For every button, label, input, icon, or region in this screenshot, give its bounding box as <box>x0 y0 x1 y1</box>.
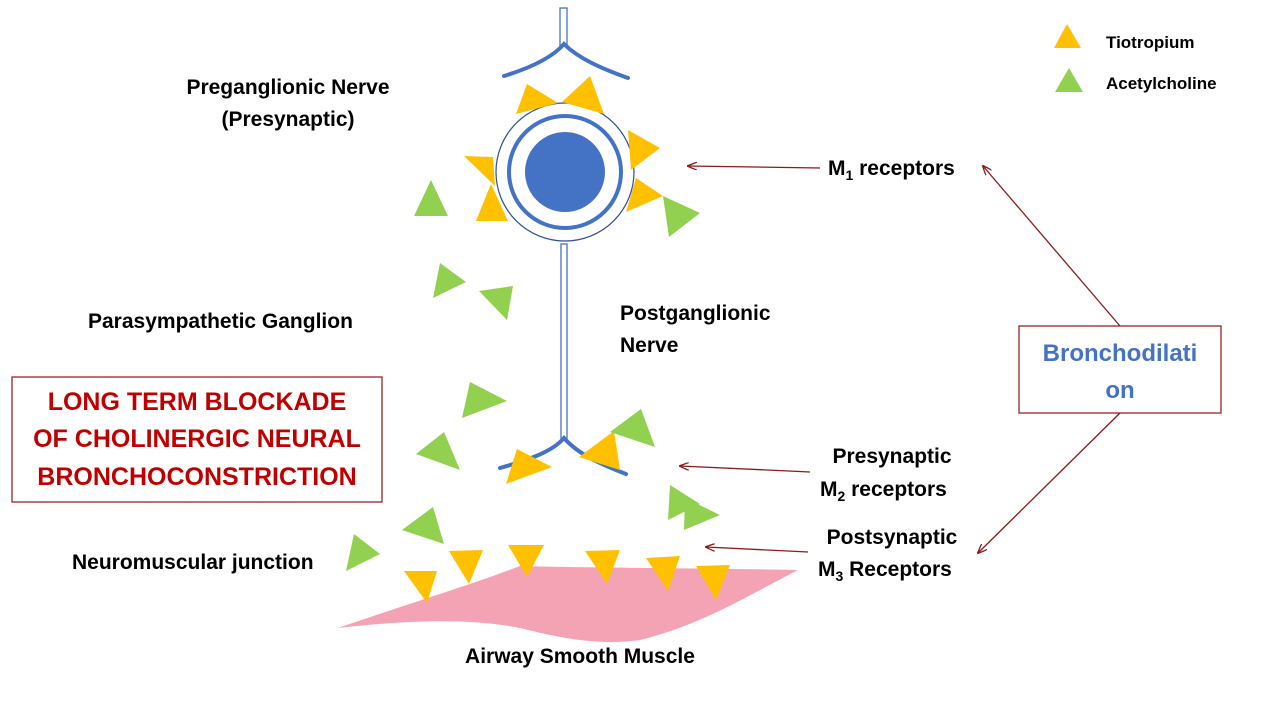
tiotropium-molecule <box>404 571 437 603</box>
m3-receptors-label: M3 Receptors <box>818 558 952 584</box>
m2-pointer-arrow <box>680 466 811 473</box>
m3-suffix: Receptors <box>843 558 952 581</box>
bronchodilation-to-m1-arrow <box>983 166 1121 327</box>
tiotropium-molecule <box>449 550 483 584</box>
tiotropium-molecule <box>696 565 730 600</box>
blockade-line3: BRONCHOCONSTRICTION <box>37 463 356 491</box>
blockade-frame <box>11 376 383 503</box>
acetylcholine-molecule <box>479 286 513 320</box>
postsynaptic-label: Postsynaptic <box>827 526 958 549</box>
tiotropium-molecule <box>646 556 680 591</box>
acetylcholine-molecule <box>402 507 444 544</box>
tiotropium-molecules <box>404 76 730 603</box>
bronchodilation-line1: Bronchodilati <box>1043 340 1198 367</box>
tiotropium-molecule <box>628 130 660 170</box>
bronchodilation-box: Bronchodilati on <box>1018 325 1222 414</box>
tiotropium-molecule <box>626 178 663 212</box>
preganglionic-label-line2: (Presynaptic) <box>221 108 354 131</box>
blockade-box: LONG TERM BLOCKADE OF CHOLINERGIC NEURAL… <box>11 376 383 503</box>
tiotropium-molecule <box>508 545 544 577</box>
m1-prefix: M <box>828 157 846 180</box>
tiotropium-molecule <box>506 449 552 484</box>
m1-suffix: receptors <box>853 157 955 180</box>
tiotropium-molecule <box>516 84 558 114</box>
legend-acetylcholine-label: Acetylcholine <box>1106 74 1217 93</box>
tiotropium-molecule <box>579 431 620 470</box>
postganglionic-axon <box>560 243 568 441</box>
m2-receptors-label: M2 receptors <box>820 478 947 504</box>
blockade-line1: LONG TERM BLOCKADE <box>48 388 347 416</box>
acetylcholine-molecule <box>668 485 700 520</box>
legend-acetylcholine-swatch <box>1055 68 1083 92</box>
preganglionic-label-line1: Preganglionic Nerve <box>186 76 389 99</box>
blockade-line2: OF CHOLINERGIC NEURAL <box>33 425 361 453</box>
tiotropium-molecule <box>464 156 495 186</box>
m2-prefix: M <box>820 478 838 501</box>
acetylcholine-molecule <box>433 263 466 298</box>
bronchodilation-to-m3-arrow <box>978 412 1121 553</box>
presynaptic-label: Presynaptic <box>832 445 951 468</box>
acetylcholine-molecule <box>346 534 380 571</box>
tiotropium-molecule <box>562 76 604 114</box>
parasympathetic-ganglion-label: Parasympathetic Ganglion <box>88 310 353 333</box>
m2-subscript: 2 <box>838 488 846 504</box>
acetylcholine-molecule <box>414 180 448 216</box>
ganglion-cell-ring <box>507 114 623 230</box>
acetylcholine-molecules <box>346 180 720 571</box>
legend: Tiotropium Acetylcholine <box>1054 24 1217 93</box>
neuromuscular-junction-label: Neuromuscular junction <box>72 551 314 574</box>
airway-smooth-muscle-label: Airway Smooth Muscle <box>465 645 695 668</box>
m1-pointer-arrow <box>688 166 821 168</box>
m3-pointer-arrow <box>706 547 809 553</box>
acetylcholine-molecule <box>684 498 720 530</box>
legend-tiotropium-label: Tiotropium <box>1106 33 1194 52</box>
m2-suffix: receptors <box>845 478 947 501</box>
preganglionic-terminal-arc <box>502 41 630 80</box>
acetylcholine-molecule <box>416 432 460 470</box>
m3-subscript: 3 <box>836 568 844 584</box>
m1-subscript: 1 <box>846 167 854 183</box>
smooth-muscle-shape <box>338 566 798 643</box>
legend-tiotropium-swatch <box>1054 24 1081 48</box>
tiotropium-molecule <box>585 550 620 584</box>
acetylcholine-molecule <box>610 409 655 447</box>
bronchodilation-line2: on <box>1105 377 1134 404</box>
bronchodilation-frame <box>1018 325 1222 414</box>
preganglionic-axon <box>559 7 568 47</box>
ganglion-cell-nucleus <box>525 132 605 212</box>
tiotropium-molecule <box>476 184 508 221</box>
postganglionic-label-line2: Nerve <box>620 334 678 357</box>
m1-receptors-label: M1 receptors <box>828 157 955 183</box>
postganglionic-label-line1: Postganglionic <box>620 302 771 325</box>
m3-prefix: M <box>818 558 836 581</box>
acetylcholine-molecule <box>663 196 700 237</box>
acetylcholine-molecule <box>462 382 507 418</box>
